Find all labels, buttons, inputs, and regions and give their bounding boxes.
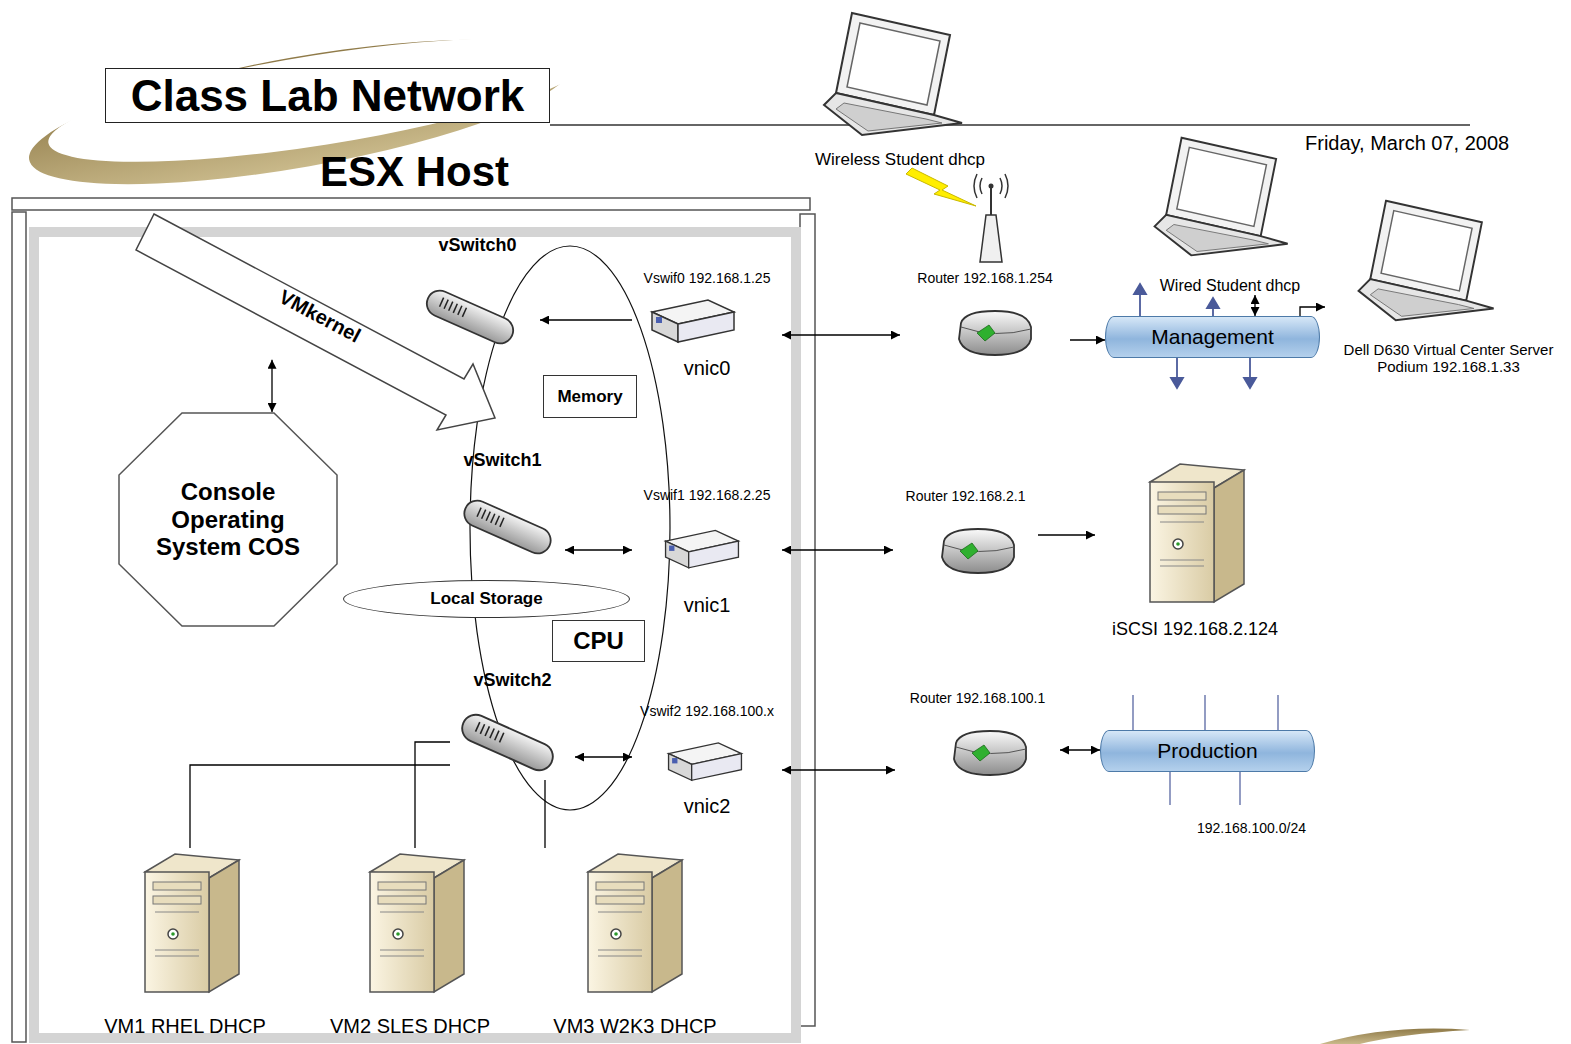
node-text: Router 192.168.2.1 bbox=[906, 488, 1026, 504]
labelled-icon: Wired Student dhcp bbox=[1145, 135, 1315, 295]
router-icon bbox=[959, 311, 1031, 355]
labelled-icon: VMkernel bbox=[256, 272, 385, 360]
nic-icon bbox=[669, 743, 742, 780]
node-text: Wired Student dhcp bbox=[1160, 277, 1301, 295]
note-label: Friday, March 07, 2008 bbox=[1305, 132, 1509, 155]
node-text: Management bbox=[1151, 325, 1274, 349]
labelled-icon: VM1 RHEL DHCP bbox=[85, 848, 285, 1038]
node-text: Vswif2 192.168.100.x bbox=[640, 703, 774, 719]
node-text: CPU bbox=[573, 627, 624, 655]
network-link bbox=[190, 765, 450, 848]
node-text: Local Storage bbox=[430, 589, 542, 609]
network-segment: Production bbox=[1100, 730, 1315, 772]
node-text: vSwitch1 bbox=[463, 450, 541, 471]
node-text: Router 192.168.1.254 bbox=[917, 270, 1052, 286]
antenna bbox=[980, 215, 1002, 262]
host-heading: ESX Host bbox=[320, 148, 509, 196]
host-frame-left bbox=[12, 212, 26, 1042]
radio-waves bbox=[974, 174, 1008, 198]
node-text: vnic2 bbox=[684, 795, 731, 818]
labelled-icon: Vswif2 192.168.100.x vnic2 bbox=[632, 703, 782, 818]
server-icon bbox=[588, 854, 682, 992]
ellipse-node: Local Storage bbox=[343, 580, 630, 618]
labelled-icon: Vswif1 192.168.2.25 vnic1 bbox=[632, 487, 782, 617]
diagram-title: Class Lab Network bbox=[105, 68, 550, 123]
nic-icon bbox=[652, 300, 734, 342]
network-segment: Management bbox=[1105, 316, 1320, 358]
resource-box: Memory bbox=[543, 375, 637, 418]
network-link bbox=[782, 334, 900, 335]
labelled-icon: Wireless Student dhcp bbox=[795, 2, 1005, 170]
network-link bbox=[575, 756, 632, 757]
laptop-icon bbox=[824, 13, 962, 135]
network-link bbox=[540, 319, 632, 320]
network-link bbox=[782, 769, 895, 770]
switch-icon bbox=[423, 286, 518, 347]
node-text: vSwitch2 bbox=[473, 670, 551, 691]
node-text: VM2 SLES DHCP bbox=[330, 1015, 490, 1038]
switch-icon bbox=[458, 710, 557, 774]
network-link bbox=[782, 549, 893, 550]
network-link bbox=[271, 360, 272, 412]
wireless-bolt bbox=[906, 168, 976, 206]
node-text: VM1 RHEL DHCP bbox=[104, 1015, 266, 1038]
corner-swoosh bbox=[1320, 1029, 1470, 1044]
labelled-icon: iSCSI 192.168.2.124 bbox=[1095, 460, 1295, 640]
network-link bbox=[1060, 749, 1100, 750]
node-text: Wireless Student dhcp bbox=[815, 150, 985, 170]
network-link bbox=[1254, 295, 1255, 316]
network-link bbox=[1300, 307, 1325, 316]
switch-icon bbox=[460, 496, 555, 557]
octagon-node: Console Operating System COS bbox=[118, 412, 338, 627]
node-text: vnic1 bbox=[684, 594, 731, 617]
labelled-icon: vSwitch0 bbox=[415, 235, 540, 355]
note-label: 192.168.100.0/24 bbox=[1197, 820, 1306, 836]
labelled-icon: VM3 W2K3 DHCP bbox=[535, 848, 735, 1038]
laptop-icon bbox=[1155, 138, 1288, 256]
labelled-icon: Router 192.168.1.254 bbox=[900, 270, 1070, 365]
host-frame-right bbox=[800, 214, 815, 1026]
node-text: Console Operating System COS bbox=[153, 478, 303, 561]
network-link bbox=[565, 549, 632, 550]
node-text: Vswif1 192.168.2.25 bbox=[644, 487, 771, 503]
octagon-shape bbox=[119, 413, 337, 626]
labelled-icon: vSwitch2 bbox=[450, 670, 575, 780]
node-text: Production bbox=[1157, 739, 1257, 763]
nic-icon bbox=[666, 530, 739, 567]
router-icon bbox=[954, 731, 1026, 775]
node-text: Router 192.168.100.1 bbox=[910, 690, 1045, 706]
header-rule bbox=[550, 124, 1470, 126]
antenna-mast bbox=[990, 186, 992, 215]
node-text: Vswif0 192.168.1.25 bbox=[644, 270, 771, 286]
labelled-icon: ESX HostConsole Operating System COS VMke… bbox=[12, 148, 817, 1044]
labelled-icon: Router 192.168.2.1 bbox=[893, 488, 1038, 580]
network-link bbox=[1070, 339, 1105, 340]
antenna-tip bbox=[989, 184, 994, 189]
server-icon bbox=[370, 854, 464, 992]
server-icon bbox=[1150, 464, 1244, 602]
node-text: vSwitch0 bbox=[438, 235, 516, 256]
laptop-icon bbox=[1359, 201, 1494, 320]
node-text: vnic0 bbox=[684, 357, 731, 380]
server-icon bbox=[145, 854, 239, 992]
labelled-icon: Vswif0 192.168.1.25 vnic0 bbox=[632, 270, 782, 380]
labelled-icon: VM2 SLES DHCP bbox=[310, 848, 510, 1038]
router-icon bbox=[942, 529, 1014, 573]
node-text: Dell D630 Virtual Center Server Podium 1… bbox=[1325, 341, 1571, 376]
labelled-icon: Dell D630 Virtual Center Server Podium 1… bbox=[1325, 193, 1571, 375]
node-text: VMkernel bbox=[275, 285, 364, 347]
node-text: VM3 W2K3 DHCP bbox=[553, 1015, 716, 1038]
resource-box: CPU bbox=[552, 620, 645, 662]
host-frame-top bbox=[12, 198, 810, 210]
labelled-icon: Router 192.168.100.1 bbox=[895, 690, 1060, 785]
network-link bbox=[544, 780, 545, 848]
network-link bbox=[1038, 534, 1095, 535]
network-link bbox=[415, 742, 450, 848]
node-text: Memory bbox=[557, 387, 622, 407]
labelled-icon: vSwitch1 bbox=[440, 450, 565, 565]
node-text: iSCSI 192.168.2.124 bbox=[1112, 619, 1278, 640]
